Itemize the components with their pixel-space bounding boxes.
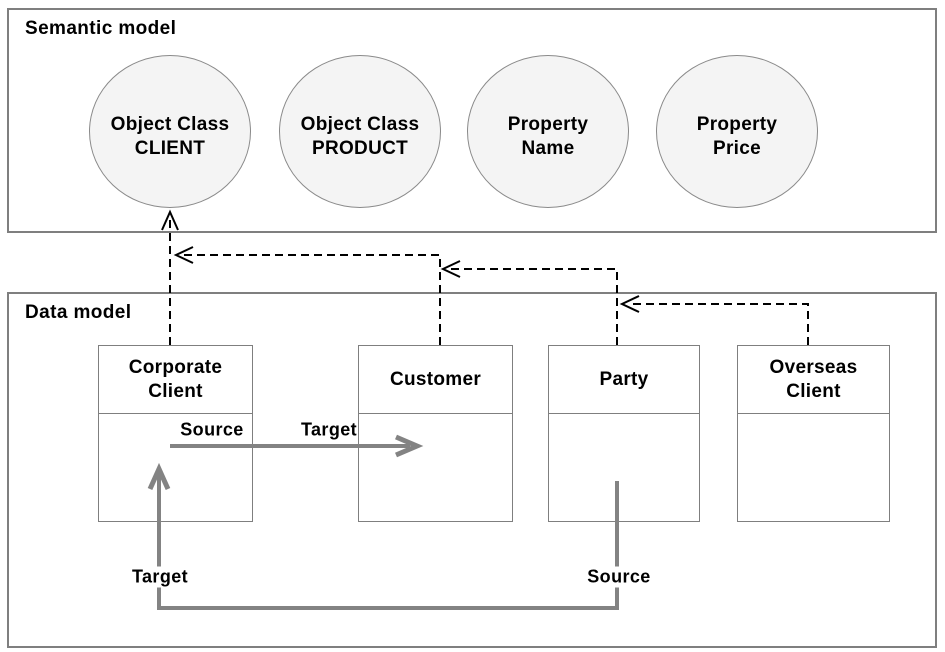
node-property-name: Property Name xyxy=(467,55,629,208)
entity-overseas-client-header: Overseas Client xyxy=(738,346,889,414)
left-open-arrowhead-icon xyxy=(440,260,461,278)
source-label-party: Source xyxy=(582,566,656,588)
entity-customer: Customer xyxy=(358,345,513,522)
entity-customer-header: Customer xyxy=(359,346,512,414)
entity-party-body xyxy=(549,414,699,521)
entity-title: Customer xyxy=(389,368,482,390)
node-label-line: PRODUCT xyxy=(311,137,409,159)
node-label-line: Name xyxy=(521,137,575,159)
node-object-class-client: Object Class CLIENT xyxy=(89,55,251,208)
source-label-corporate: Source xyxy=(180,419,244,440)
left-open-arrowhead-icon xyxy=(173,246,194,264)
node-label-line: Price xyxy=(713,137,761,159)
entity-title: Party xyxy=(599,368,649,390)
node-property-price: Property Price xyxy=(656,55,818,208)
node-label-line: Object Class xyxy=(300,113,420,135)
entity-corporate-client-header: Corporate Client xyxy=(99,346,252,414)
entity-customer-body xyxy=(359,414,512,521)
node-label-line: Property xyxy=(507,113,589,135)
target-label-customer: Target xyxy=(300,419,358,440)
entity-party: Party xyxy=(548,345,700,522)
node-label-line: CLIENT xyxy=(134,137,206,159)
node-label-line: Object Class xyxy=(110,113,230,135)
semantic-model-title: Semantic model xyxy=(25,18,177,39)
entity-party-header: Party xyxy=(549,346,699,414)
data-model-title: Data model xyxy=(25,302,132,323)
entity-overseas-client-body xyxy=(738,414,889,521)
node-label-line: Property xyxy=(696,113,778,135)
entity-title: Corporate Client xyxy=(128,356,223,402)
entity-title: Overseas Client xyxy=(769,356,858,402)
target-label-corporate: Target xyxy=(126,566,194,588)
entity-overseas-client: Overseas Client xyxy=(737,345,890,522)
node-object-class-product: Object Class PRODUCT xyxy=(279,55,441,208)
